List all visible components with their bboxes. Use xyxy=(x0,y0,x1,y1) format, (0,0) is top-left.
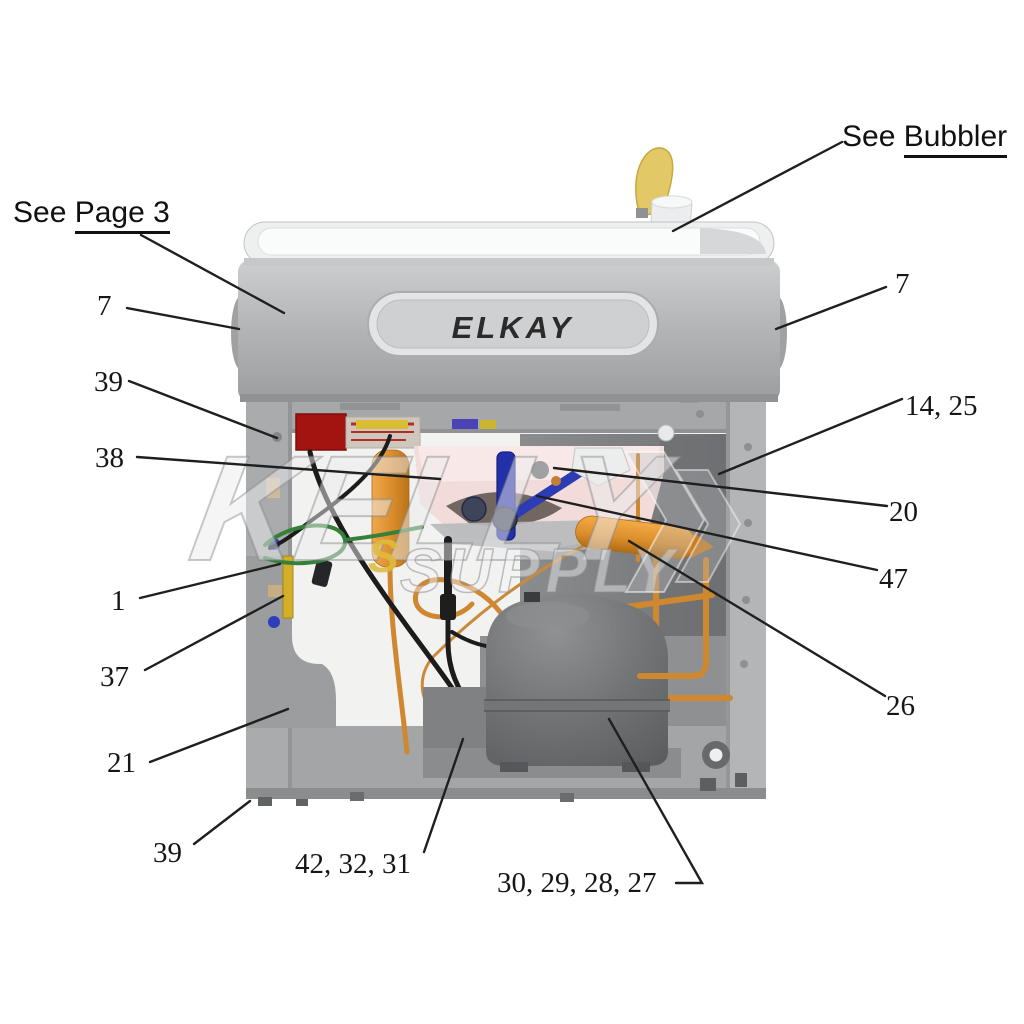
screw-hole xyxy=(657,424,675,442)
note-prefix: See xyxy=(13,196,75,229)
callout-7-right: 7 xyxy=(895,268,910,300)
fitting xyxy=(266,478,280,498)
elkay-badge: ELKAY xyxy=(367,291,659,357)
callout-26: 26 xyxy=(886,690,915,722)
leader-47 xyxy=(535,494,879,572)
callout-37: 37 xyxy=(100,661,129,693)
leader-see-bubbler xyxy=(671,140,844,233)
mounting-bracket xyxy=(423,687,493,760)
terminal-box xyxy=(524,592,540,602)
leader-39-bottom xyxy=(192,799,252,846)
callout-21: 21 xyxy=(107,747,136,779)
leader-39-top xyxy=(127,379,279,440)
leader-21 xyxy=(148,707,290,764)
relay-strip xyxy=(282,555,294,619)
yellow-tape xyxy=(356,420,408,429)
watermark-word1: KELLY xyxy=(180,425,686,593)
leader-14-25 xyxy=(717,397,904,476)
note-prefix: See xyxy=(842,120,904,153)
leader-26 xyxy=(627,539,887,698)
bracket-white xyxy=(571,447,631,487)
callout-7-left: 7 xyxy=(97,290,112,322)
lower-left-panel xyxy=(246,556,336,728)
note-see-bubbler: See Bubbler xyxy=(842,120,1008,158)
callout-14-25: 14, 25 xyxy=(905,390,978,422)
watermark: KELLY S SUPPLY xyxy=(179,424,742,607)
callout-1: 1 xyxy=(111,585,126,617)
solenoid-valve xyxy=(461,447,631,541)
leader-38 xyxy=(135,455,442,481)
callout-39-bottom: 39 xyxy=(153,837,182,869)
cabinet-interior xyxy=(246,394,766,806)
leader-37 xyxy=(143,594,285,672)
leader-1 xyxy=(138,562,282,600)
blue-screw xyxy=(268,616,280,628)
note-link-page-3: Page 3 xyxy=(74,196,170,234)
leader-see-page-3 xyxy=(139,233,286,315)
base-strip xyxy=(246,788,766,799)
callout-20: 20 xyxy=(889,496,918,528)
wire-connector xyxy=(452,419,478,429)
watermark-chevron xyxy=(624,451,706,593)
leader-42-32-31 xyxy=(422,737,465,854)
leader-30-29-28-27 xyxy=(607,717,705,885)
valve-fitting xyxy=(531,461,549,479)
watermark-accent: S xyxy=(368,530,399,582)
watermark-chevron xyxy=(674,469,742,583)
fountain-top: ELKAY xyxy=(231,147,787,402)
note-see-page-3: See Page 3 xyxy=(13,196,170,234)
wiring-harness xyxy=(268,434,564,715)
compressor xyxy=(484,592,670,772)
watermark-word2: SUPPLY xyxy=(400,537,679,606)
drier-tank xyxy=(575,515,714,560)
ground-wire xyxy=(263,523,424,566)
note-link-bubbler: Bubbler xyxy=(903,120,1008,158)
leader-20 xyxy=(552,466,889,508)
callout-39-top: 39 xyxy=(94,366,123,398)
callout-47: 47 xyxy=(879,563,908,595)
leader-7-left xyxy=(125,306,241,331)
callout-38: 38 xyxy=(95,442,124,474)
compressor-foot xyxy=(500,762,528,772)
drain-connector xyxy=(440,594,456,620)
leader-lines xyxy=(125,140,904,885)
foot xyxy=(258,797,272,806)
callout-30-29-28-27: 30, 29, 28, 27 xyxy=(497,867,657,899)
leader-7-right xyxy=(774,285,888,331)
power-plug xyxy=(311,559,333,587)
brand-logo-text: ELKAY xyxy=(452,310,575,345)
basin-top xyxy=(243,221,775,266)
callout-42-32-31: 42, 32, 31 xyxy=(295,848,411,880)
foot xyxy=(296,799,308,806)
